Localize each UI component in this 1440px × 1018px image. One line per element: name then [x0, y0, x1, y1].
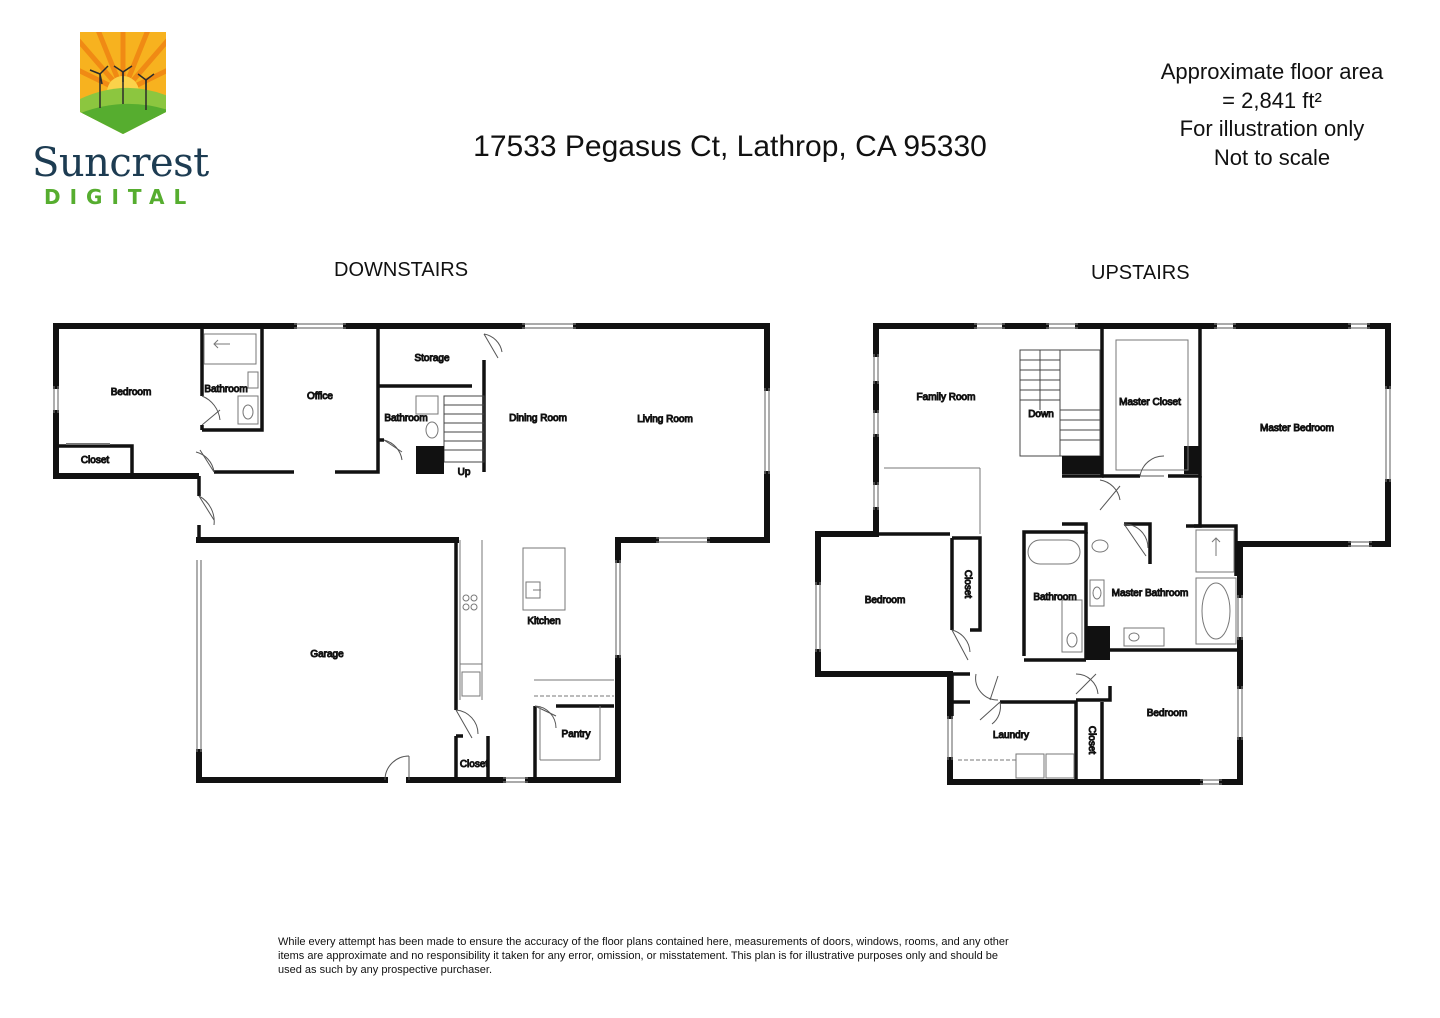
area-note-line: For illustration only: [1179, 116, 1365, 141]
property-address: 17533 Pegasus Ct, Lathrop, CA 95330: [473, 130, 987, 163]
room-label-garage: Garage: [310, 649, 344, 660]
room-label-master-bathroom: Master Bathroom: [1112, 588, 1189, 599]
room-label-pantry: Pantry: [562, 729, 591, 740]
room-label-bathroom: Bathroom: [204, 384, 247, 395]
room-label-office: Office: [307, 391, 333, 402]
downstairs-plan: Bedroom Bathroom Office Storage Bathroom…: [53, 323, 770, 783]
room-label-laundry: Laundry: [993, 730, 1029, 741]
room-label-bedroom: Bedroom: [1147, 708, 1188, 719]
area-note-line: Not to scale: [1213, 144, 1331, 170]
room-label-bathroom: Bathroom: [1033, 592, 1076, 603]
room-label-bedroom: Bedroom: [111, 387, 152, 398]
upstairs-plan: Family Room Down Master Closet Master Be…: [815, 323, 1391, 785]
room-label-master-closet: Master Closet: [1119, 397, 1181, 408]
area-note-line: = 2,841 ft²: [1222, 87, 1322, 113]
brand-logo: Suncrest DIGITAL: [30, 30, 220, 210]
room-label-storage: Storage: [414, 353, 449, 364]
room-label-closet: Closet: [460, 759, 489, 770]
brand-name: Suncrest: [32, 140, 209, 186]
room-label-living-room: Living Room: [637, 414, 693, 425]
room-label-family-room: Family Room: [917, 392, 976, 403]
room-label-dining-room: Dining Room: [509, 413, 567, 424]
downstairs-title: DOWNSTAIRS: [334, 259, 469, 281]
area-note-line: Approximate floor area: [1160, 59, 1384, 84]
disclaimer-text: While every attempt has been made to ens…: [278, 936, 1009, 976]
room-label-bathroom: Bathroom: [384, 413, 427, 424]
stairs-up-label: Up: [458, 467, 471, 478]
room-label-kitchen: Kitchen: [527, 616, 560, 627]
room-label-closet: Closet: [81, 455, 110, 466]
brand-subtitle: DIGITAL: [44, 185, 196, 209]
room-label-master-bedroom: Master Bedroom: [1260, 423, 1334, 434]
floor-area-note: Approximate floor area = 2,841 ft² For i…: [1132, 58, 1412, 172]
room-label-closet: Closet: [1086, 726, 1097, 755]
upstairs-title: UPSTAIRS: [1091, 262, 1190, 284]
sunrise-windmill-logo-icon: [80, 32, 166, 134]
stairs-down-label: Down: [1028, 409, 1054, 420]
room-label-bedroom: Bedroom: [865, 595, 906, 606]
room-label-closet: Closet: [962, 570, 973, 599]
